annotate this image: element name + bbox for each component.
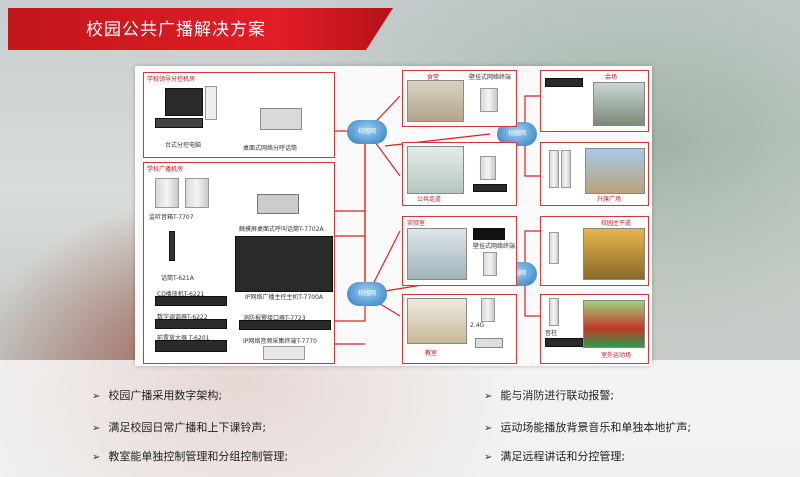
ip-terminal-device (263, 346, 305, 360)
pc-monitor (165, 88, 203, 116)
auditorium-terminal (545, 78, 583, 87)
auditorium-label: 会场 (605, 74, 618, 81)
corridor-speaker (480, 156, 496, 180)
corridor-terminal (473, 184, 507, 192)
page-title: 校园公共广播解决方案 (86, 20, 266, 40)
classroom-label: 教室 (425, 350, 438, 357)
square-photo (585, 148, 645, 194)
tuner-device (155, 319, 227, 329)
main-host-device (235, 236, 333, 292)
cd-player-device (155, 296, 227, 306)
lab-terminal (473, 228, 505, 240)
title-banner (8, 8, 393, 50)
classroom-terminal (475, 338, 503, 348)
bottom-veil (0, 360, 800, 477)
monitor-speaker-right (185, 178, 209, 208)
canteen-photo (407, 80, 464, 122)
sports-field-photo (583, 300, 645, 348)
paging-station (260, 108, 302, 130)
pc-tower (205, 86, 217, 120)
auditorium-photo (593, 82, 645, 126)
canteen-label: 食堂 (427, 74, 440, 81)
preamp-device (155, 340, 227, 352)
field-terminal (545, 338, 583, 347)
broadcast-room-label: 学校广播机房 (147, 166, 184, 173)
square-label: 升旗广场 (597, 196, 622, 203)
square-column-speaker-2 (561, 150, 571, 188)
classroom-24g-label: 2.4G (470, 322, 485, 329)
fire-alarm-device (239, 320, 331, 330)
campus-road-label: 校园主干道 (601, 220, 632, 227)
corridor-label: 公共走道 (417, 196, 442, 203)
monitor-speaker-left (155, 178, 179, 208)
system-diagram: 学校领导分控机房 台式分控电脑 桌面式网络分呼话筒 学校广播机房 监听音箱T-7… (135, 66, 652, 366)
road-column-speaker (549, 232, 559, 264)
campus-road-photo (583, 228, 645, 280)
control-room-label: 学校领导分控机房 (147, 76, 196, 83)
corridor-photo (407, 146, 464, 194)
mic-label: 话筒T-621A (161, 275, 194, 282)
canteen-terminal-label: 壁挂式网络终端 (469, 74, 512, 81)
classroom-speaker (481, 298, 495, 322)
fire-alarm-label: 消防报警接口器T-7723 (243, 315, 306, 322)
desktop-pc-label: 台式分控电脑 (165, 142, 202, 149)
pc-keyboard (155, 118, 203, 128)
feature-right-2: ➢运动场能播放背景音乐和单独本地扩声; (484, 421, 692, 434)
feature-right-3: ➢满足远程讲话和分控管理; (484, 450, 626, 463)
paging-station-label: 桌面式网络分呼话筒 (243, 145, 298, 152)
canteen-speaker (480, 88, 498, 112)
feature-left-1: ➢校园广播采用数字架构; (92, 389, 223, 402)
tuner-label: 数字调谐器T-6222 (157, 314, 208, 321)
campus-network-cloud-2: 校园网 (347, 282, 387, 306)
lab-label: 实验室 (407, 220, 426, 227)
touch-paging-label: 触摸屏桌面式呼叫话筒T-7702A (239, 226, 324, 233)
lab-terminal-label: 壁挂式网络终端 (473, 243, 516, 250)
cd-player-label: CD播放机T-6221 (157, 291, 205, 298)
main-host-label: IP网络广播主控主机T-7700A (245, 294, 324, 301)
field-column-speaker (549, 298, 559, 326)
gooseneck-mic (169, 231, 175, 261)
square-column-speaker (549, 150, 559, 188)
ip-terminal-label: IP网络音频采集终端T-7770 (243, 338, 317, 345)
classroom-photo (407, 298, 467, 344)
sports-field-label: 室外运动场 (601, 352, 632, 359)
field-speaker-label: 音柱 (545, 330, 558, 337)
feature-left-3: ➢教室能单独控制管理和分组控制管理; (92, 450, 289, 463)
campus-network-cloud-1: 校园网 (347, 120, 387, 144)
preamp-label: 前置放大器 T-6201 (157, 335, 210, 342)
monitor-speaker-label: 监听音箱T-7707 (149, 214, 194, 221)
touch-paging-device (257, 194, 299, 214)
feature-left-2: ➢满足校园日常广播和上下课铃声; (92, 421, 267, 434)
lab-speaker (483, 252, 497, 276)
feature-right-1: ➢能与消防进行联动报警; (484, 389, 615, 402)
lab-photo (407, 228, 467, 280)
